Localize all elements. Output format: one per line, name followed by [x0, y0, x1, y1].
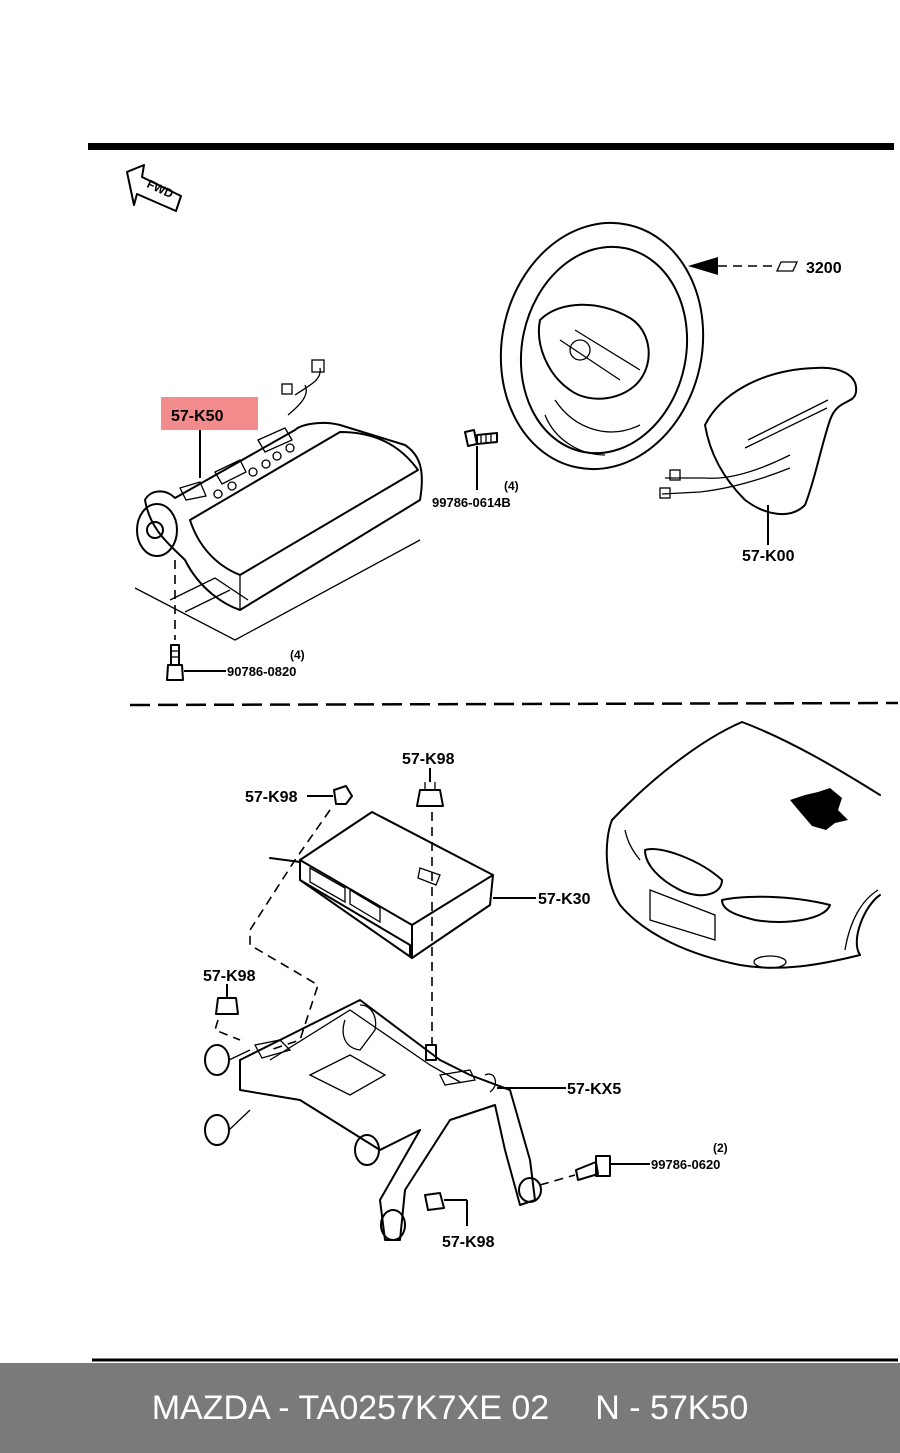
bracket-drawing: [204, 999, 542, 1241]
qty-label-driver-bolt: (4): [504, 479, 519, 493]
part-label-57-kx5: 57-KX5: [567, 1081, 621, 1098]
passenger-airbag-drawing: [134, 359, 423, 641]
part-label-57-k98-bottom: 57-K98: [442, 1234, 495, 1251]
car-front-drawing: [605, 721, 881, 969]
part-label-99786-0620: 99786-0620: [651, 1157, 720, 1172]
reference-number: 3200: [806, 260, 842, 277]
part-label-99786-0614b: 99786-0614B: [432, 495, 511, 510]
caption-bar: MAZDA - TA0257K7XE 02 N - 57K50: [0, 1363, 900, 1453]
part-label-57-k30: 57-K30: [538, 891, 591, 908]
highlight-57-k50: [161, 397, 258, 430]
part-label-57-k50: 57-K50: [171, 408, 224, 425]
bolt-icon: [166, 644, 184, 681]
parts-diagram: FWD 3200 57-K00 (4) 99786-0614B: [88, 143, 899, 1362]
caption-right: N - 57K50: [595, 1388, 749, 1427]
qty-label-passenger-bolt: (4): [290, 648, 305, 662]
driver-airbag-drawing: [659, 366, 858, 516]
caption-left: MAZDA - TA0257K7XE 02: [151, 1388, 550, 1427]
top-rule: [88, 143, 894, 150]
nut-icon: [416, 782, 444, 807]
reference-pointer: 3200: [688, 257, 842, 277]
fwd-label: FWD: [145, 177, 176, 201]
part-label-57-k98-top-left: 57-K98: [245, 789, 298, 806]
nut-icon: [425, 1044, 437, 1061]
bolt-icon: [575, 1155, 611, 1181]
part-label-90786-0820: 90786-0820: [227, 664, 296, 679]
part-label-57-k98-mid-left: 57-K98: [203, 968, 256, 985]
part-label-57-k00: 57-K00: [742, 548, 795, 565]
section-divider: [129, 701, 899, 707]
nut-icon: [215, 997, 239, 1015]
bolt-icon: [464, 429, 498, 447]
steering-wheel-drawing: [499, 221, 705, 471]
part-label-57-k98-top-center: 57-K98: [402, 751, 455, 768]
fwd-arrow-icon: FWD: [126, 164, 182, 212]
sensor-unit-drawing: [269, 811, 494, 959]
nut-icon: [333, 785, 353, 805]
nut-icon: [424, 1192, 445, 1211]
qty-label-bracket-bolt: (2): [713, 1141, 728, 1155]
